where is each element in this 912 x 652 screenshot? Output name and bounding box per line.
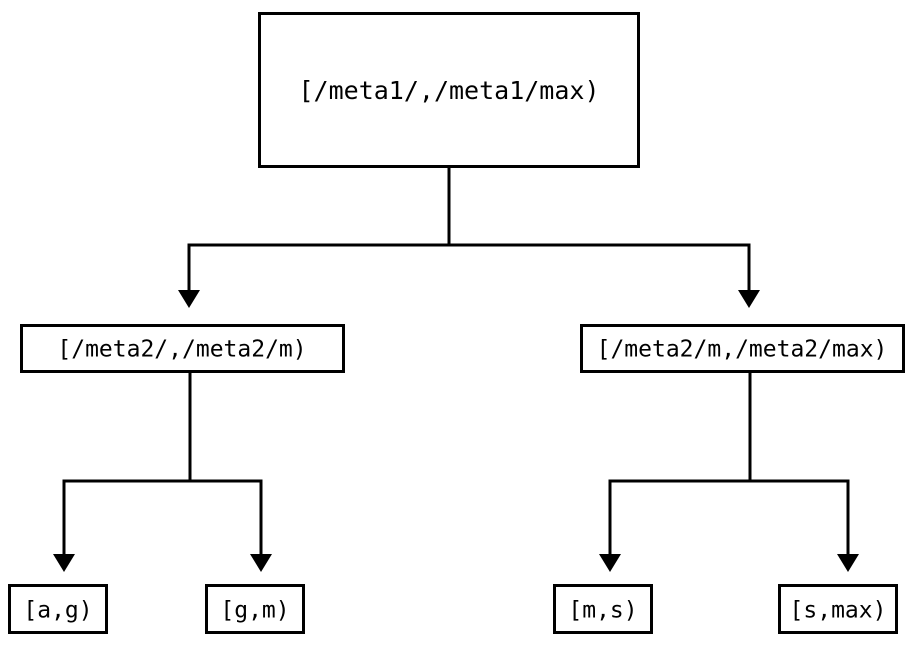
node-mid-left-box[interactable] — [20, 324, 345, 373]
node-root[interactable]: [/meta1/,/meta1/max) — [258, 12, 640, 168]
node-leaf-a-g-label: [a,g) — [23, 598, 92, 624]
node-leaf-g-m-label: [g,m) — [220, 598, 289, 624]
node-leaf-s-max-box[interactable] — [778, 584, 898, 634]
edge-group-mid-right — [599, 373, 859, 572]
node-leaf-g-m[interactable]: [g,m) — [205, 584, 305, 634]
node-leaf-g-m-box[interactable] — [205, 584, 305, 634]
node-leaf-a-g[interactable]: [a,g) — [8, 584, 108, 634]
node-leaf-s-max[interactable]: [s,max) — [778, 584, 898, 634]
node-leaf-m-s-box[interactable] — [553, 584, 653, 634]
arrowhead-ms — [599, 554, 621, 572]
node-mid-left-label: [/meta2/,/meta2/m) — [57, 337, 306, 363]
edge-group-root — [178, 168, 760, 308]
node-root-box[interactable] — [258, 12, 640, 168]
edge-group-mid-left — [53, 373, 272, 572]
node-mid-left[interactable]: [/meta2/,/meta2/m) — [20, 324, 345, 373]
arrowhead-root-left — [178, 290, 200, 308]
arrowhead-gm — [250, 554, 272, 572]
node-leaf-s-max-label: [s,max) — [790, 598, 887, 624]
arrowhead-smax — [837, 554, 859, 572]
arrowhead-root-right — [738, 290, 760, 308]
node-mid-right-label: [/meta2/m,/meta2/max) — [597, 337, 888, 363]
node-mid-right-box[interactable] — [580, 324, 905, 373]
node-mid-right[interactable]: [/meta2/m,/meta2/max) — [580, 324, 905, 373]
node-leaf-m-s-label: [m,s) — [568, 598, 637, 624]
node-leaf-a-g-box[interactable] — [8, 584, 108, 634]
node-leaf-m-s[interactable]: [m,s) — [553, 584, 653, 634]
node-root-label: [/meta1/,/meta1/max) — [298, 76, 599, 105]
arrowhead-ag — [53, 554, 75, 572]
